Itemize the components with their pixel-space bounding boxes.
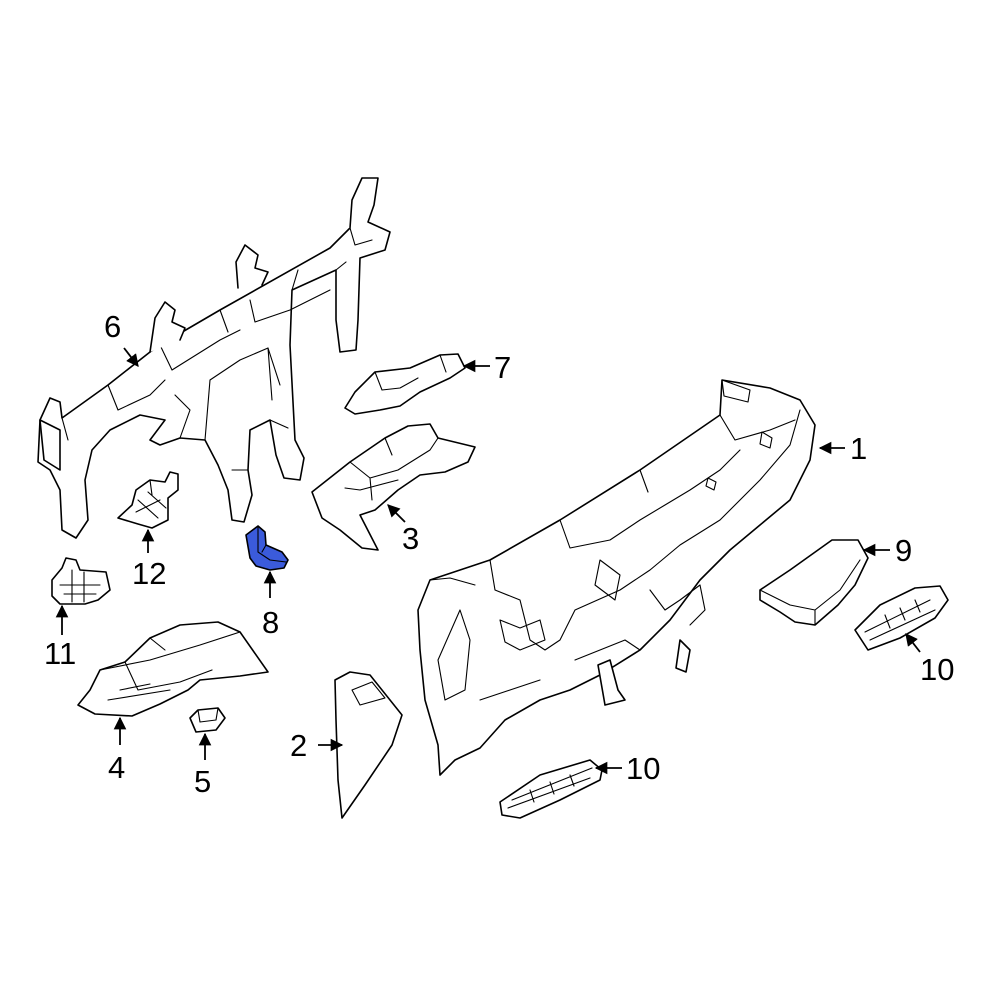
part-10-switch-lower[interactable]	[499, 759, 603, 819]
leader-10-upper	[905, 633, 921, 653]
part-12-mount-bracket[interactable]	[117, 471, 179, 529]
part-3-air-duct[interactable]	[311, 423, 476, 551]
leader-3	[387, 504, 406, 523]
part-8-bracket-highlighted[interactable]	[245, 525, 289, 571]
part-5-clip[interactable]	[189, 707, 226, 733]
leader-lines	[55, 347, 921, 775]
callout-6: 6	[104, 309, 121, 344]
callout-4: 4	[108, 750, 125, 785]
callout-5: 5	[194, 764, 211, 799]
part-10-switch-upper[interactable]	[854, 585, 949, 651]
callout-3: 3	[402, 521, 419, 556]
part-6-cross-car-beam[interactable]	[37, 177, 391, 539]
callout-9: 9	[895, 533, 912, 568]
callout-7: 7	[494, 350, 511, 385]
callout-8: 8	[262, 605, 279, 640]
callout-labels: 1 2 3 4 5 6 7 8 9 10 10 11 12	[44, 309, 954, 799]
part-4-lower-panel[interactable]	[77, 621, 269, 717]
callout-10-lower: 10	[626, 751, 660, 786]
leader-6	[123, 347, 139, 367]
callout-10-upper: 10	[920, 652, 954, 687]
part-7-bracket[interactable]	[344, 353, 466, 415]
callout-2: 2	[290, 728, 307, 763]
callout-12: 12	[132, 556, 166, 591]
part-9-module[interactable]	[759, 539, 869, 626]
part-1-instrument-panel[interactable]	[417, 379, 816, 776]
callout-11: 11	[44, 636, 76, 671]
part-11-connector-block[interactable]	[51, 557, 111, 605]
part-2-side-cover[interactable]	[334, 671, 403, 819]
callout-1: 1	[850, 431, 867, 466]
